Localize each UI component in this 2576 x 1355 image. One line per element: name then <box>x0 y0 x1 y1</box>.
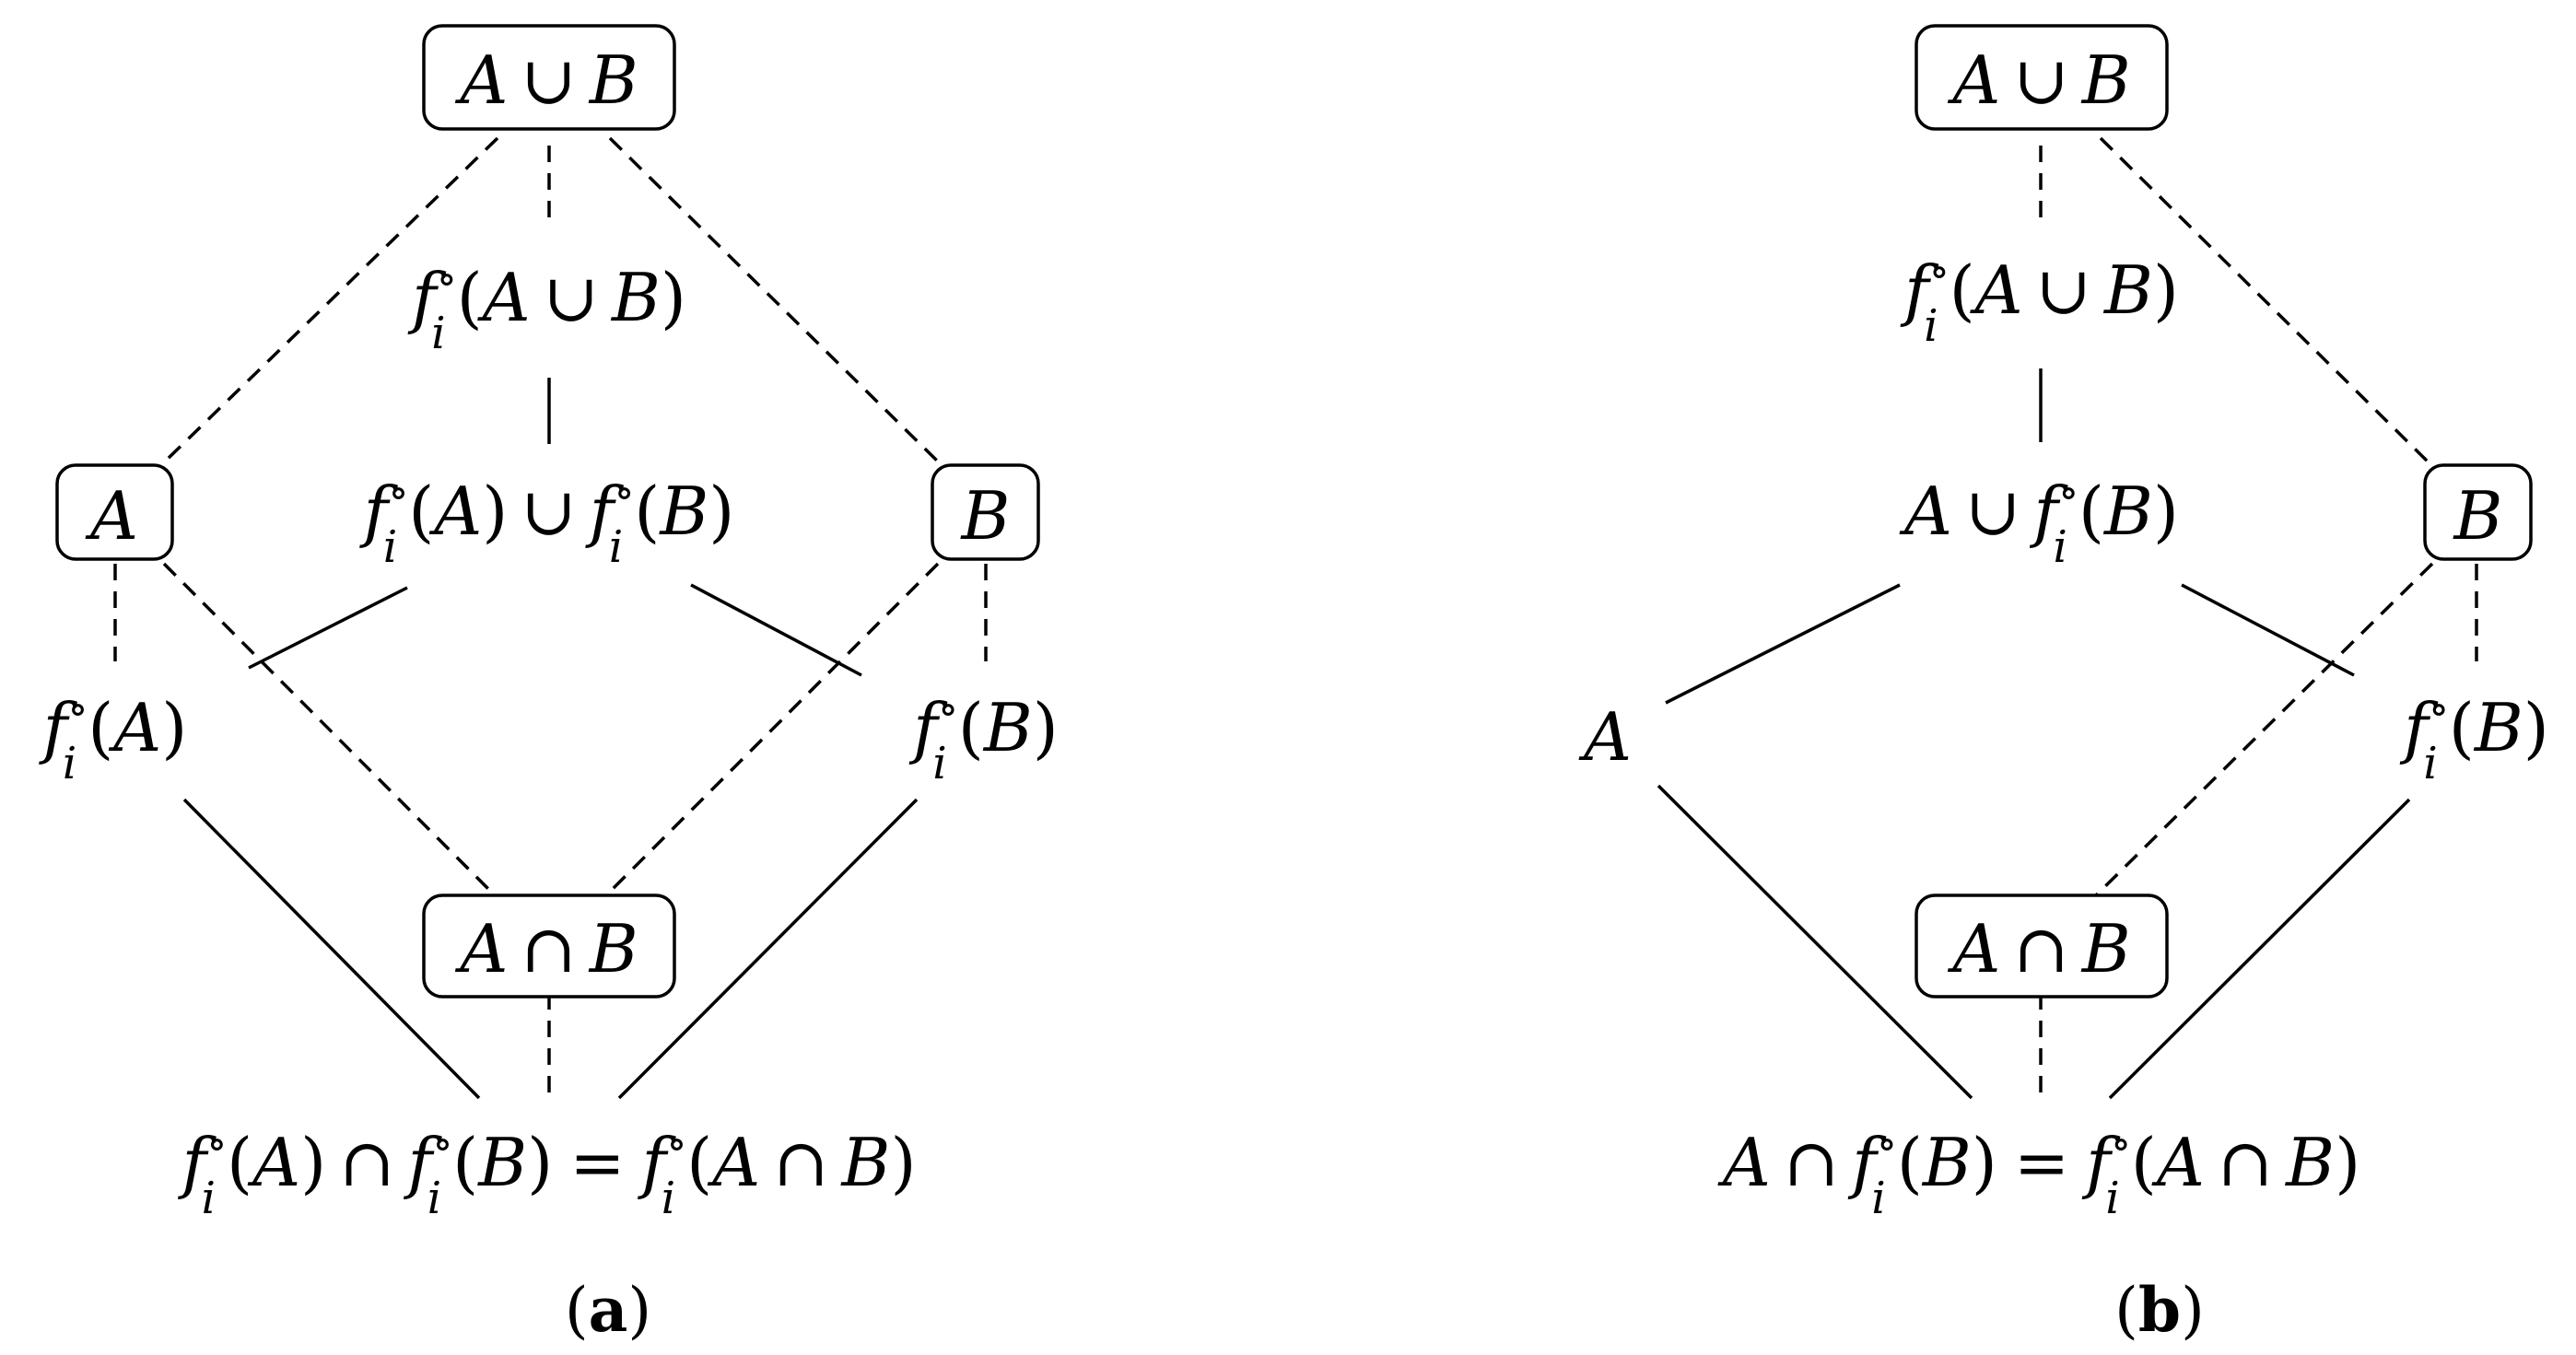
box-b-union <box>1914 24 2169 131</box>
edge-a-union-to-A <box>162 136 499 464</box>
box-a-intersection <box>422 894 676 999</box>
edge-b-A-to-bottom <box>1657 784 1973 1100</box>
label-b-B: B <box>2453 477 2503 555</box>
label-b-A: A <box>1578 698 1632 776</box>
label-a-fiB: f∘i(B) <box>908 683 1059 789</box>
label-a-union: A∪B <box>454 41 638 119</box>
label-a-A: A <box>85 477 138 555</box>
edge-a-union-to-B <box>608 136 946 470</box>
edge-a-union-fi-to-fiB <box>690 583 862 677</box>
edge-b-union-fi-to-A <box>1665 583 1901 705</box>
edge-b-union-fi-to-fiB <box>2181 583 2355 677</box>
panel-b: A∪B f∘i(A∪B) A∪f∘i(B) B A f∘i(B) A∩B A∩f… <box>1578 24 2549 1346</box>
edge-a-A-to-intersection <box>162 562 499 900</box>
edge-a-union-fi-to-fiA <box>248 586 408 670</box>
caption-b: (b) <box>2114 1274 2205 1346</box>
label-a-fi-union: f∘i(A∪B) <box>407 253 686 359</box>
box-a-A <box>55 463 174 561</box>
label-b-fi-union: f∘i(A∪B) <box>1900 246 2179 352</box>
panel-a: A∪B f∘i(A∪B) f∘i(A)∪f∘i(B) A B f∘i(A) f∘… <box>39 24 1059 1346</box>
label-a-intersection: A∩B <box>454 910 638 987</box>
label-a-B: B <box>960 477 1011 555</box>
label-b-fiB: f∘i(B) <box>2399 683 2549 789</box>
label-b-union: A∪B <box>1947 41 2130 119</box>
edge-a-fiA-to-bottom <box>182 798 481 1100</box>
edge-b-union-to-B <box>2099 136 2436 470</box>
label-a-fiA: f∘i(A) <box>39 683 188 789</box>
box-b-B <box>2423 463 2533 561</box>
label-b-A-union-fiB: A∪f∘i(B) <box>1899 467 2179 573</box>
edge-a-fiB-to-bottom <box>617 798 919 1100</box>
label-b-bottom: A∩f∘i(B)=f∘i(A∩B) <box>1717 1118 2360 1224</box>
label-b-intersection: A∩B <box>1947 910 2130 987</box>
caption-a: (a) <box>565 1274 651 1346</box>
label-a-bottom: f∘i(A)∩f∘i(B)=f∘i(A∩B) <box>177 1118 916 1224</box>
edge-b-B-to-intersection <box>2091 562 2434 900</box>
box-a-B <box>931 463 1040 561</box>
box-a-union <box>422 24 676 131</box>
box-b-intersection <box>1914 894 2169 999</box>
edge-a-B-to-intersection <box>602 562 940 900</box>
label-a-union-of-fi: f∘i(A)∪f∘i(B) <box>359 467 735 573</box>
edge-b-fiB-to-bottom <box>2108 798 2411 1100</box>
